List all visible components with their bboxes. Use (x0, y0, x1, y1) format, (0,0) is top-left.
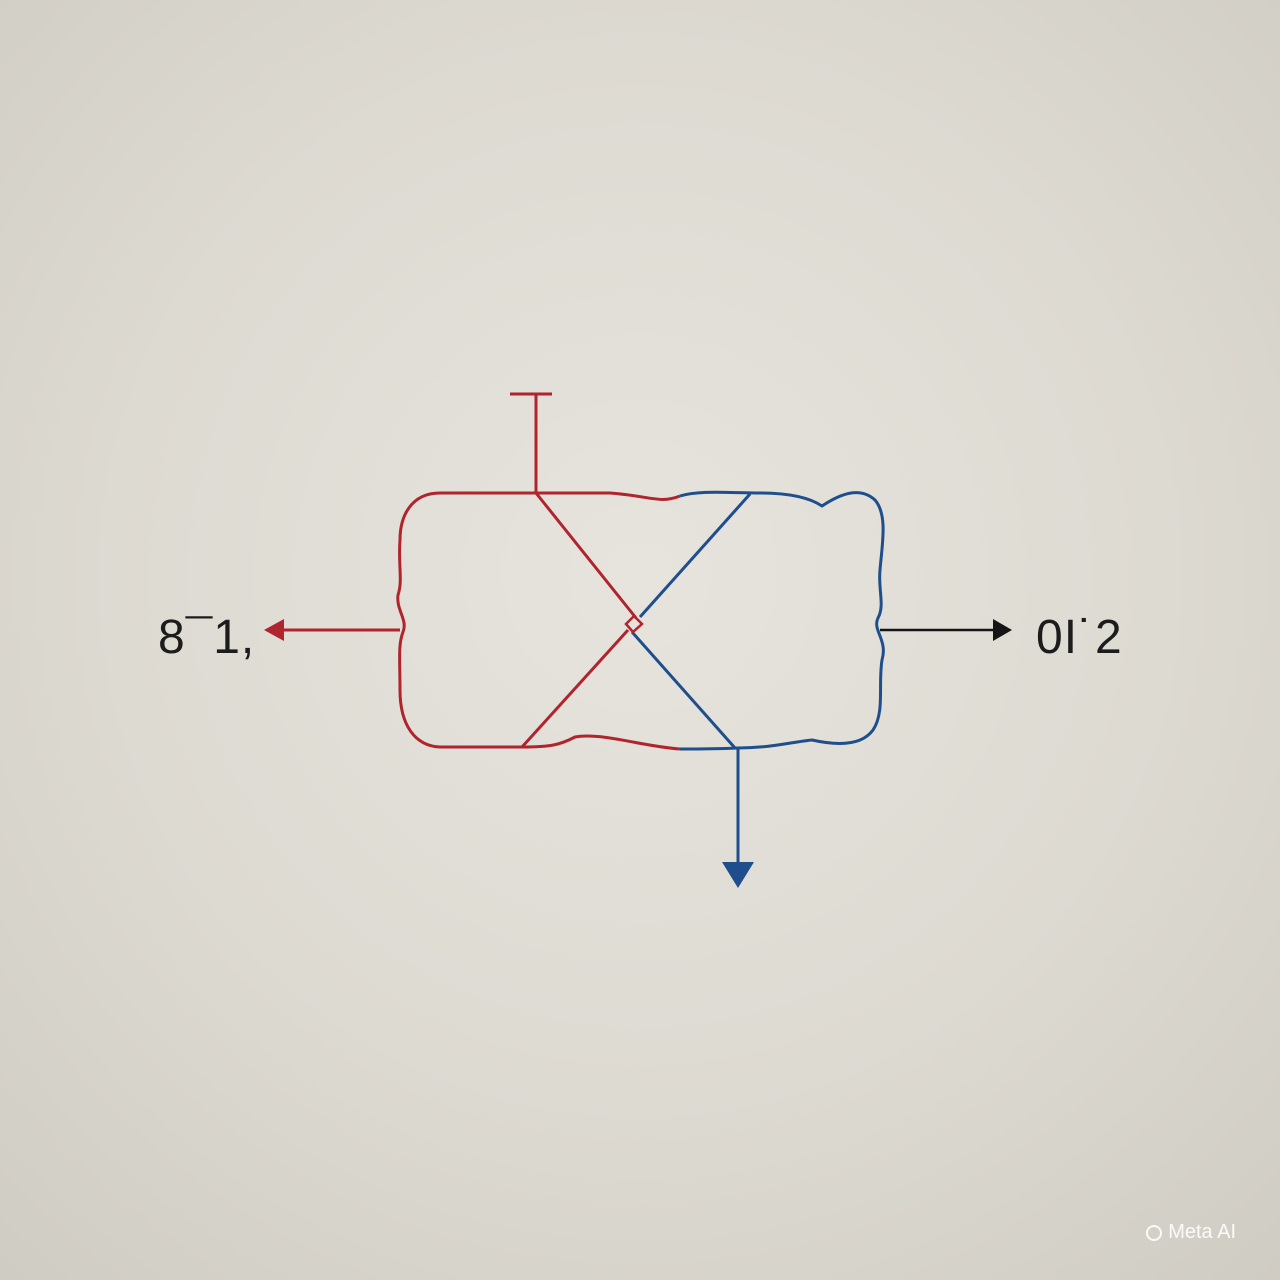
circle-ring-icon (1146, 1224, 1163, 1241)
left-output-label: 8¯1, (158, 611, 256, 664)
red-diagonal-upper (534, 492, 638, 619)
red-diagonal-lower (520, 628, 630, 749)
bottom-arrow-head (722, 862, 754, 888)
right-arrow-head (993, 619, 1012, 641)
box-right-blue (679, 490, 885, 751)
center-diamond (624, 614, 644, 634)
blue-diagonal-lower (630, 631, 737, 749)
watermark: Meta AI (1146, 1221, 1236, 1244)
watermark-text: Meta AI (1168, 1221, 1236, 1243)
left-arrow-head (264, 619, 284, 641)
box-left-red (396, 491, 681, 751)
blue-diagonal-upper (638, 493, 752, 618)
right-output-label: 0I˙2 (1036, 611, 1123, 664)
